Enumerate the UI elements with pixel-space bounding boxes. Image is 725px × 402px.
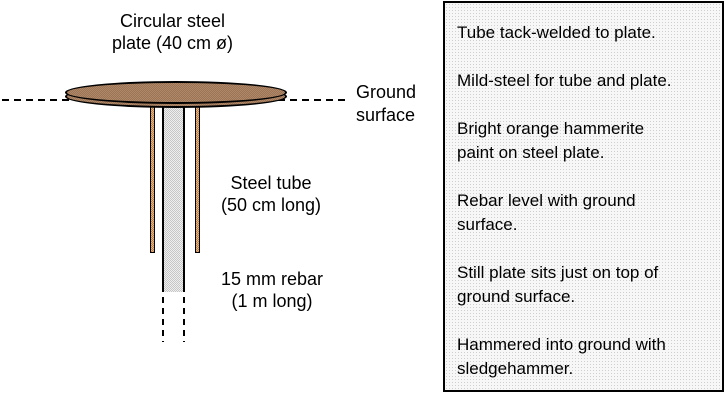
note-orange-paint: Bright orange hammerite paint on steel p… <box>457 119 645 162</box>
note-rebar-level: Rebar level with ground surface. <box>457 191 636 234</box>
note-tube-welded: Tube tack-welded to plate. <box>457 23 656 42</box>
note-mild-steel: Mild-steel for tube and plate. <box>457 71 672 90</box>
note-hammered: Hammered into ground with sledgehammer. <box>457 335 666 378</box>
ground-surface-label: Ground surface <box>356 82 417 125</box>
rebar-shaft <box>162 103 185 292</box>
rebar-hidden-dashed-right <box>183 297 185 342</box>
steel-tube-wall-left <box>150 103 155 253</box>
plate-label: Circular steel plate (40 cm ø) <box>111 11 234 53</box>
rebar-hidden-dashed-left <box>162 297 164 342</box>
steel-plate <box>65 81 287 104</box>
notes-panel: Tube tack-welded to plate. Mild-steel fo… <box>443 1 724 392</box>
rebar-label: 15 mm rebar (1 m long) <box>220 269 324 311</box>
steel-tube-label: Steel tube (50 cm long) <box>220 173 322 215</box>
note-plate-sits: Still plate sits just on top of ground s… <box>457 263 659 306</box>
